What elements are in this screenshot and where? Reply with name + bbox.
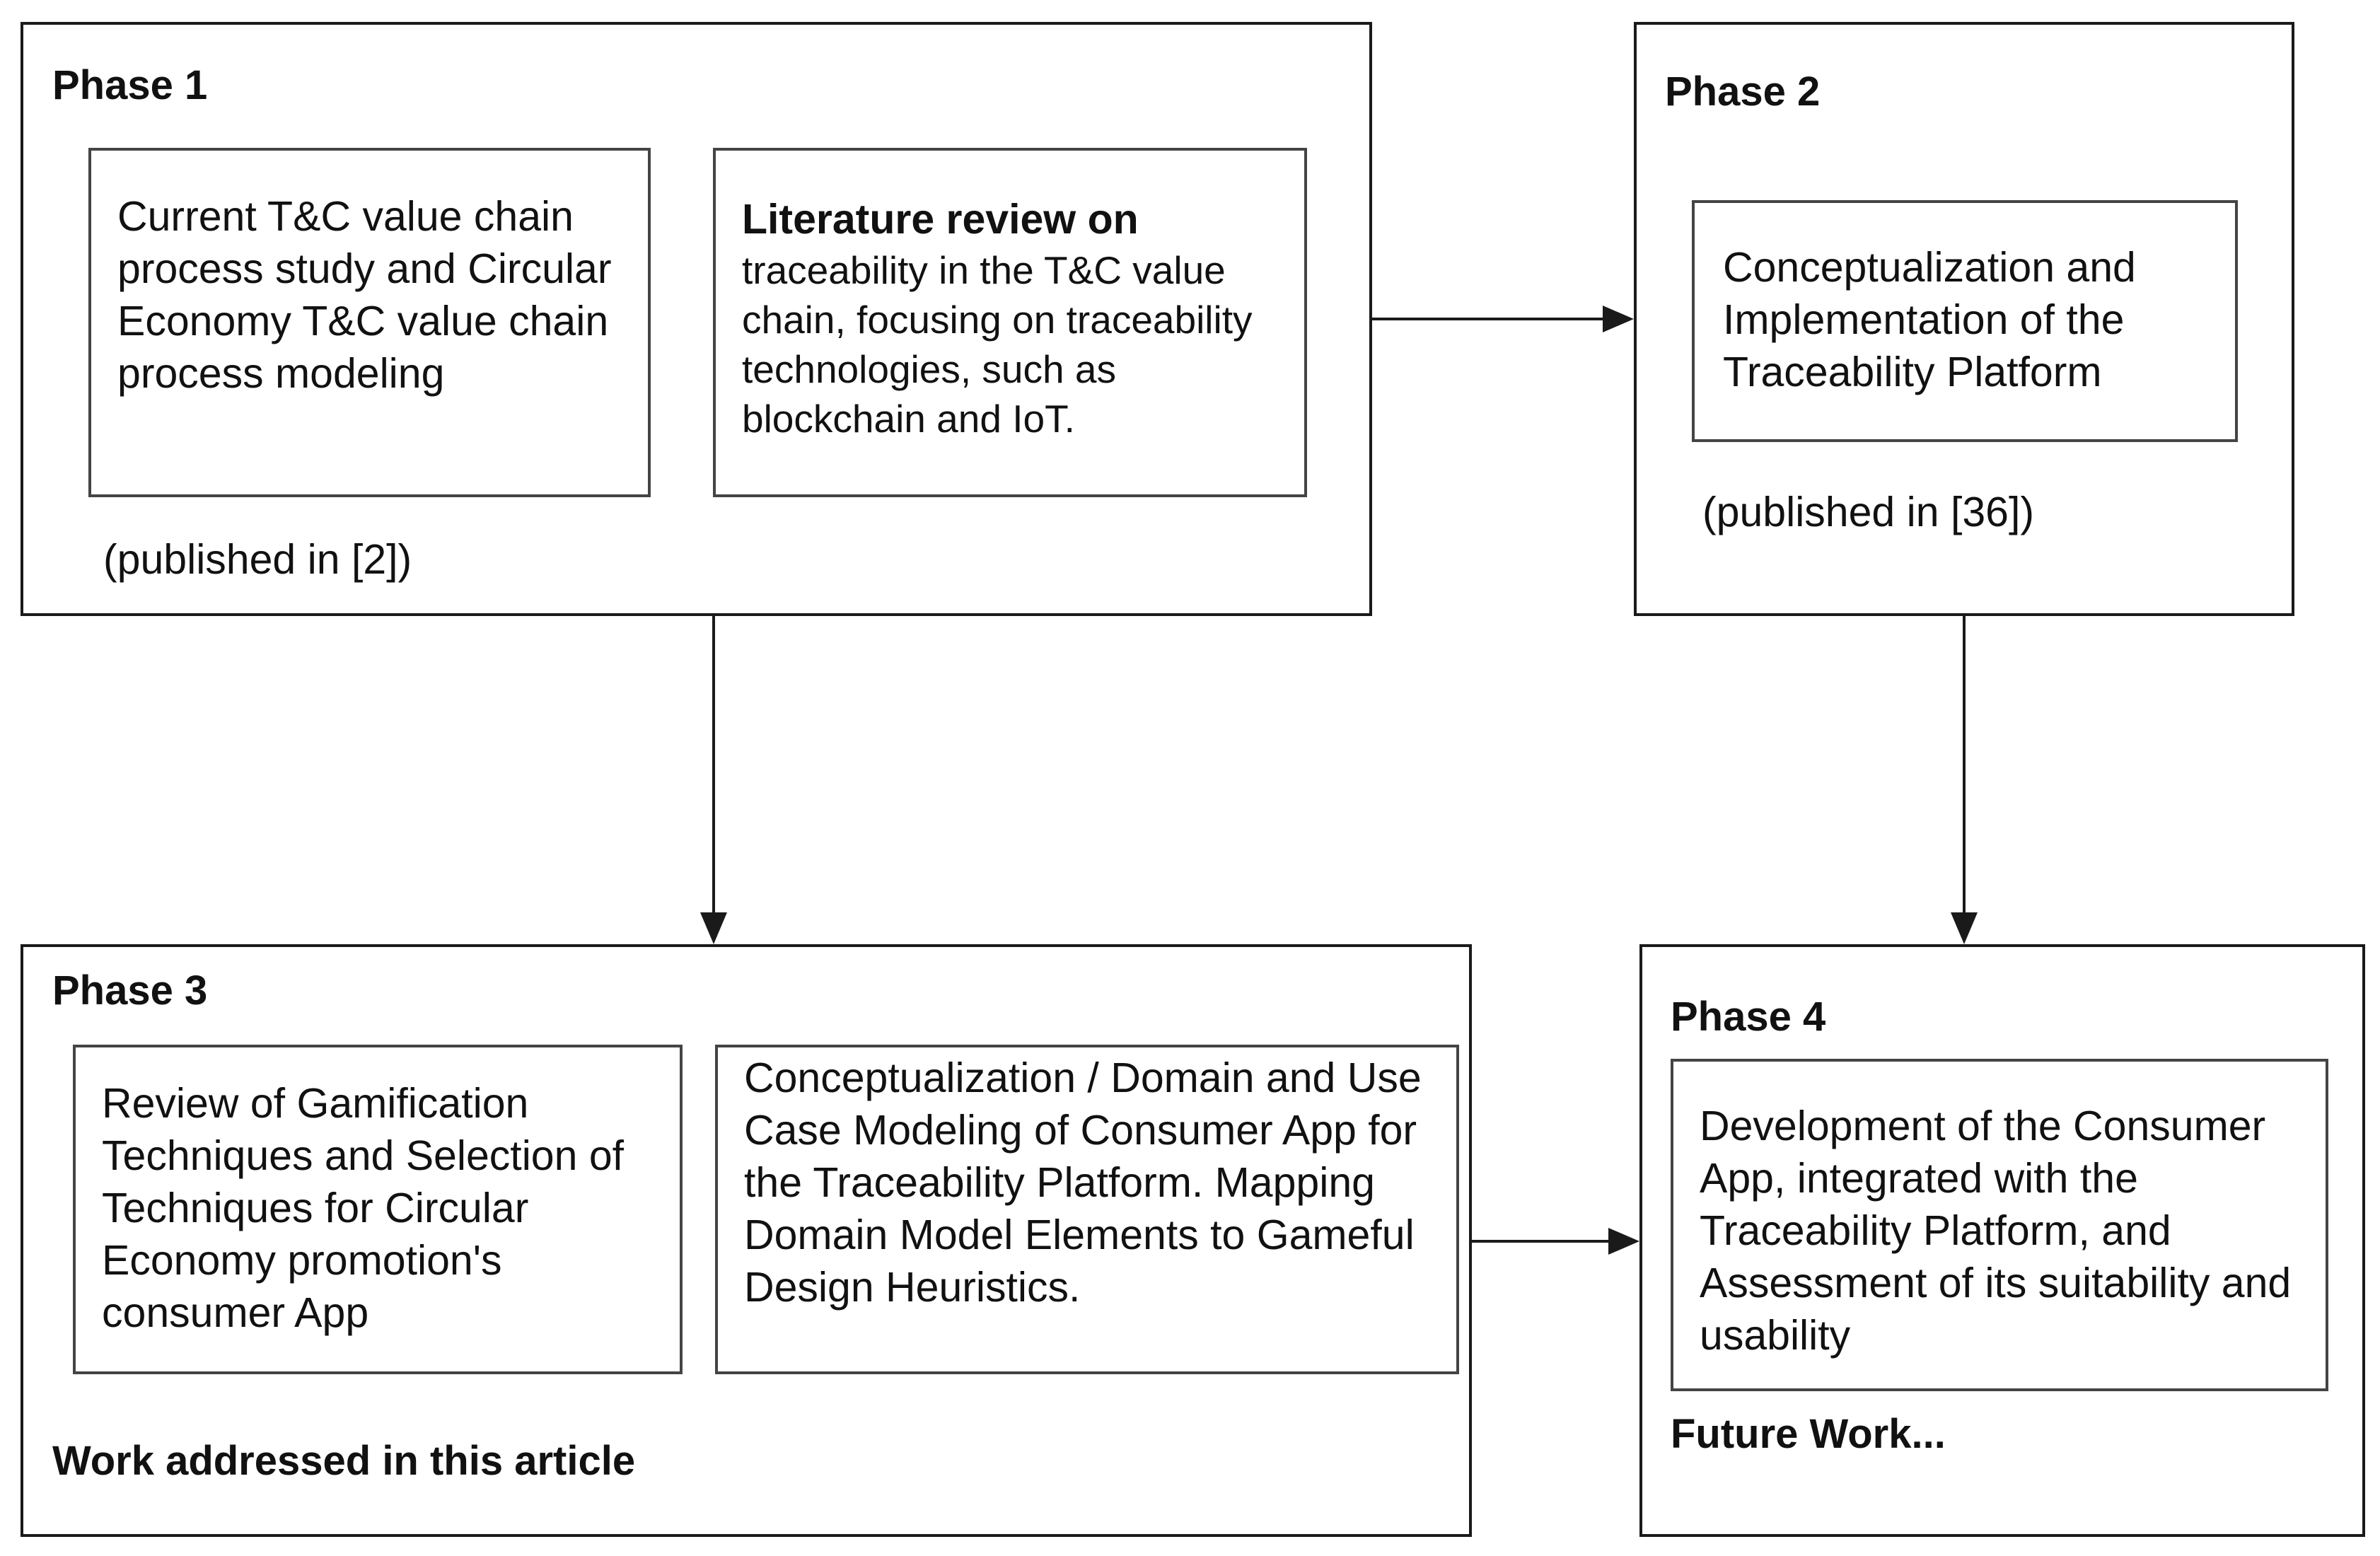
phase-2-title: Phase 2 (1665, 69, 1821, 115)
phase-2-published-note: (published in [36]) (1702, 489, 2035, 535)
phase-4-footer: Future Work... (1671, 1411, 1946, 1457)
literature-review-body: traceability in the T&C value chain, foc… (742, 248, 1253, 441)
phase-3-conceptualization-text: Conceptualization / Domain and Use Case … (744, 1055, 1422, 1311)
phase-4-title: Phase 4 (1671, 994, 1826, 1040)
phase-2-box: Phase 2 Conceptualization and Implementa… (1634, 22, 2294, 616)
literature-review-heading: Literature review on (742, 196, 1139, 243)
phase-3-footer: Work addressed in this article (52, 1438, 636, 1484)
phase-1-published-note: (published in [2]) (103, 536, 412, 583)
phase-3-box: Phase 3 Review of Gamification Technique… (21, 944, 1472, 1537)
phase-1-box: Phase 1 Current T&C value chain process … (21, 22, 1372, 616)
arrow-phase3-to-phase4 (1472, 1228, 1639, 1255)
phase-3-conceptualization-box: Conceptualization / Domain and Use Case … (715, 1045, 1459, 1374)
phase-2-platform-text: Conceptualization and Implementation of … (1723, 244, 2136, 395)
phase-3-title: Phase 3 (52, 968, 208, 1014)
phase-1-literature-review-box: Literature review on traceability in the… (713, 148, 1307, 497)
phase-3-gamification-review-text: Review of Gamification Techniques and Se… (102, 1080, 625, 1336)
arrow-phase2-to-phase4 (1951, 616, 1978, 944)
phase-4-development-text: Development of the Consumer App, integra… (1700, 1103, 2292, 1359)
arrow-phase1-to-phase3 (700, 616, 727, 944)
phase-1-process-study-text: Current T&C value chain process study an… (117, 193, 612, 397)
phase-2-platform-box: Conceptualization and Implementation of … (1692, 200, 2238, 442)
phase-4-box: Phase 4 Development of the Consumer App,… (1639, 944, 2365, 1537)
phase-4-development-box: Development of the Consumer App, integra… (1671, 1059, 2328, 1391)
phase-1-title: Phase 1 (52, 62, 208, 108)
arrow-phase1-to-phase2 (1372, 306, 1634, 332)
phase-3-gamification-review-box: Review of Gamification Techniques and Se… (73, 1045, 683, 1374)
phase-1-process-study-box: Current T&C value chain process study an… (88, 148, 651, 497)
phase-1-literature-review-text: Literature review on traceability in the… (742, 193, 1294, 443)
